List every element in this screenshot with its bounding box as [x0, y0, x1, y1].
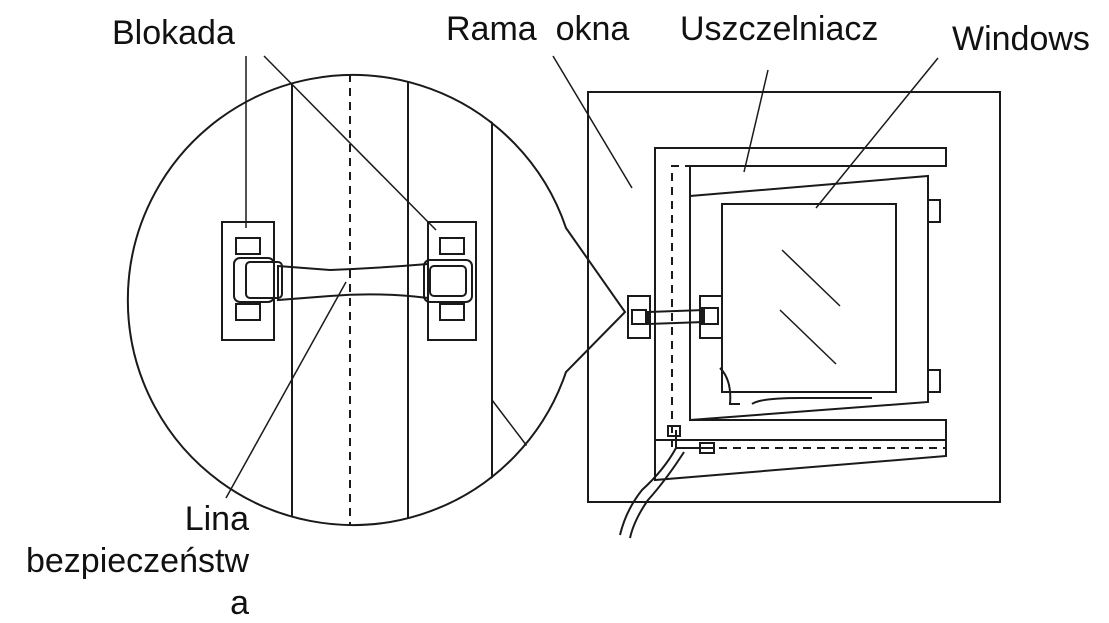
outer-frame — [587, 91, 1001, 503]
window-frame-view — [587, 91, 1001, 539]
window-glass — [721, 203, 897, 393]
label-safety-line-3: a — [230, 584, 249, 622]
magnifier-outline — [126, 74, 627, 526]
leader-frame — [552, 55, 633, 189]
label-safety-line-1: Lina — [184, 500, 249, 538]
window-body — [689, 174, 929, 422]
label-window: Windows — [952, 20, 1090, 58]
lock-left-enlarged — [221, 221, 283, 341]
power-cable — [619, 430, 677, 536]
label-lock: Blokada — [112, 14, 235, 52]
leader-window — [815, 57, 939, 209]
lock-right-enlarged — [423, 221, 477, 341]
lock-left-small — [627, 295, 651, 339]
label-seal: Uszczelniacz — [680, 10, 879, 48]
safety-strap-enlarged — [277, 262, 429, 302]
leader-lock-right — [263, 55, 437, 231]
sash-outline — [654, 147, 947, 441]
seal-line — [671, 165, 945, 449]
magnified-detail — [126, 74, 627, 526]
leader-seal — [743, 69, 769, 173]
leader-lines — [225, 55, 939, 499]
label-window-frame: Rama okna — [446, 10, 630, 48]
lock-right-small — [699, 295, 723, 339]
label-safety-line-2: bezpieczeństw — [25, 542, 249, 580]
leader-safety-line — [225, 281, 347, 499]
